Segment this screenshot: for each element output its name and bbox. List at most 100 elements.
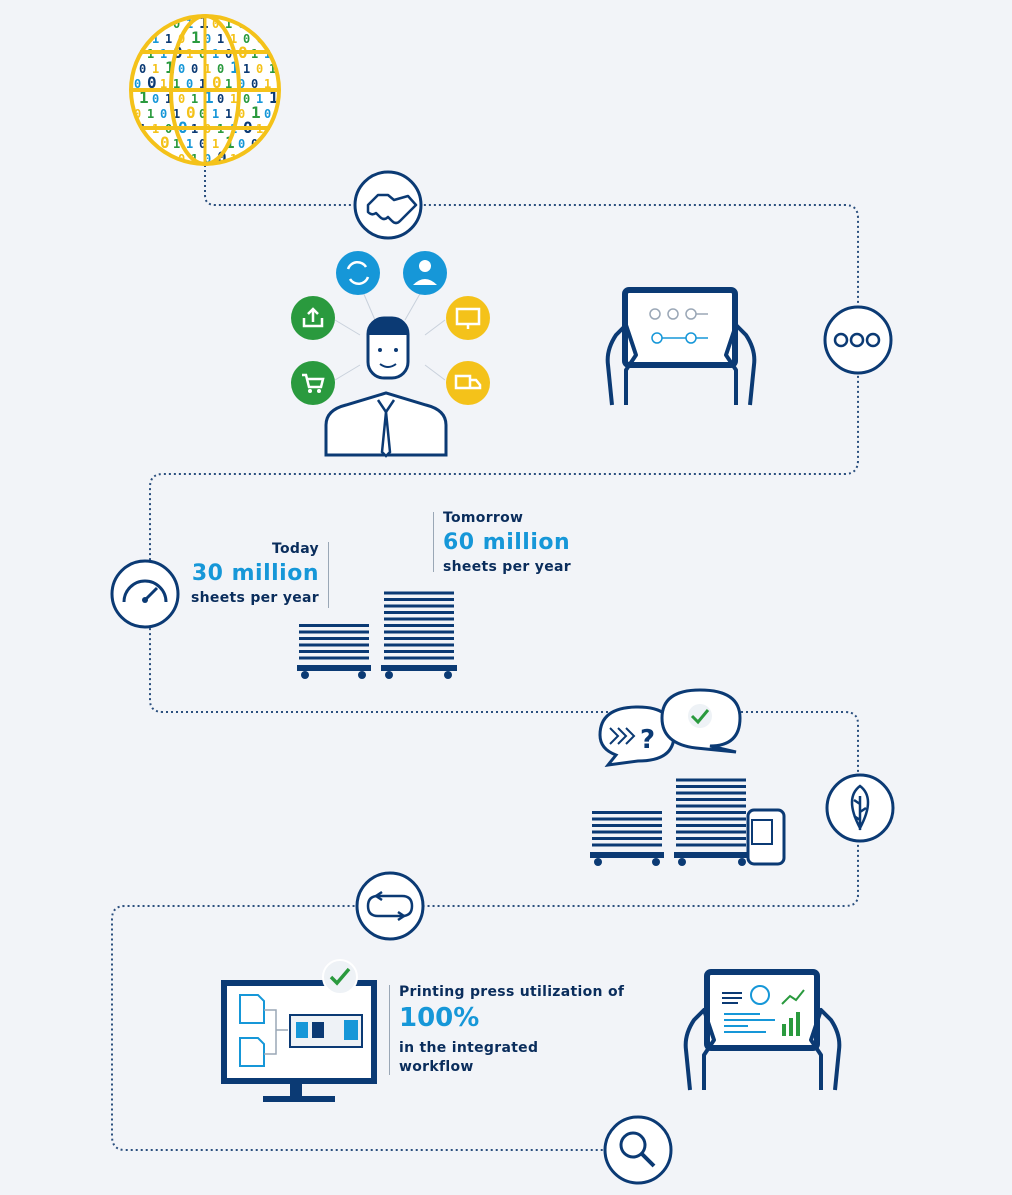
binary-digit: 0 — [243, 92, 250, 106]
binary-digit: 1 — [204, 88, 214, 107]
binary-digit: 0 — [199, 107, 206, 121]
binary-digit: 1 — [165, 92, 172, 106]
binary-digit: 1 — [230, 32, 237, 46]
binary-digit: 1 — [165, 58, 175, 77]
binary-digit: 0 — [212, 73, 222, 92]
binary-digit: 0 — [238, 107, 245, 121]
binary-digit: 0 — [204, 32, 211, 46]
binary-digit: 1 — [230, 92, 237, 106]
svg-text:?: ? — [640, 725, 655, 755]
binary-digit: 0 — [204, 152, 211, 166]
binary-digit: 1 — [186, 137, 193, 151]
today-divider — [328, 542, 329, 608]
binary-digit: 1 — [243, 62, 250, 76]
loop-icon — [355, 871, 425, 941]
binary-digit: 0 — [191, 62, 198, 76]
binary-digit: 1 — [217, 32, 224, 46]
binary-digit: 1 — [256, 92, 263, 106]
utilization-suffix-line2: workflow — [399, 1059, 474, 1075]
binary-digit: 1 — [199, 77, 206, 91]
binary-digit: 0 — [264, 13, 274, 32]
tomorrow-label: Tomorrow — [443, 510, 524, 526]
binary-digit: 1 — [191, 28, 201, 47]
binary-digit: 0 — [199, 137, 206, 151]
operator-icon — [403, 251, 447, 295]
binary-digit: 0 — [186, 103, 196, 122]
binary-digit: 0 — [178, 92, 185, 106]
workflow-steps-icon — [823, 305, 893, 375]
search-icon — [603, 1115, 673, 1185]
tablet-analytics-icon — [683, 969, 842, 1091]
binary-digit: 0 — [134, 107, 141, 121]
binary-digit: 0 — [256, 62, 263, 76]
binary-digit: 0 — [178, 152, 185, 166]
binary-digit: 1 — [264, 137, 271, 151]
binary-digit: 1 — [191, 152, 198, 166]
sheet-stacks-container-icon — [590, 778, 786, 866]
binary-digit: 1 — [152, 32, 159, 46]
utilization-value: 100% — [399, 1003, 480, 1033]
binary-digit: 0 — [217, 62, 224, 76]
binary-digit: 0 — [147, 73, 157, 92]
tomorrow-value: 60 million — [443, 530, 571, 555]
binary-digit: 0 — [152, 92, 159, 106]
binary-digit: 1 — [264, 77, 271, 91]
cart-icon — [291, 361, 335, 405]
binary-digit: 1 — [251, 17, 258, 31]
binary-digit: 0 — [139, 62, 146, 76]
binary-digit: 1 — [269, 152, 276, 166]
today-value: 30 million — [191, 561, 319, 586]
utilization-suffix-line1: in the integrated — [399, 1040, 539, 1056]
binary-digit: 1 — [165, 32, 172, 46]
today-unit: sheets per year — [191, 590, 319, 606]
binary-digit: 1 — [139, 88, 149, 107]
binary-digit: 0 — [212, 17, 219, 31]
person-services-icon — [324, 284, 448, 458]
binary-digit: 1 — [269, 62, 276, 76]
sheet-stacks-icon — [297, 591, 457, 679]
binary-digit: 1 — [225, 107, 232, 121]
binary-digit: 1 — [204, 62, 211, 76]
binary-digit: 1 — [212, 107, 219, 121]
binary-digit: 1 — [230, 58, 240, 77]
delivery-truck-icon — [446, 361, 490, 405]
binary-digit: 0 — [160, 133, 170, 152]
binary-digit: 0 — [251, 77, 258, 91]
binary-digit: 1 — [191, 92, 198, 106]
binary-digit: 0 — [160, 107, 167, 121]
tomorrow-unit: sheets per year — [443, 559, 571, 575]
binary-digit: 1 — [225, 77, 232, 91]
binary-digit: 1 — [173, 137, 180, 151]
tomorrow-divider — [433, 512, 434, 572]
tablet-workflow-icon — [605, 287, 757, 406]
binary-digit: 0 — [264, 107, 271, 121]
connector-path — [111, 165, 859, 1151]
upload-icon — [291, 296, 335, 340]
binary-digit: 0 — [134, 77, 141, 91]
binary-digit: 0 — [238, 137, 245, 151]
binary-digit: 1 — [160, 77, 167, 91]
binary-digit: 0 — [173, 17, 180, 31]
leaf-icon — [825, 773, 895, 843]
binary-digit: 0 — [217, 92, 224, 106]
binary-digit: 1 — [173, 107, 180, 121]
binary-digit: 1 — [134, 137, 141, 151]
binary-digit: 1 — [173, 77, 180, 91]
utilization-prefix: Printing press utilization of — [399, 984, 625, 1000]
binary-digit: 0 — [243, 32, 250, 46]
binary-digit: 1 — [147, 107, 154, 121]
binary-digit: 0 — [139, 152, 146, 166]
binary-digit: 1 — [152, 62, 159, 76]
binary-digit: 0 — [238, 77, 245, 91]
binary-digit: 0 — [186, 77, 193, 91]
binary-digit: 0 — [147, 17, 154, 31]
speech-bubbles-icon: ? — [598, 688, 742, 767]
binary-digit: 1 — [269, 88, 279, 107]
speedometer-icon — [110, 559, 180, 629]
binary-digit: 1 — [225, 17, 232, 31]
utilization-divider — [389, 985, 390, 1075]
binary-digit: 0 — [178, 62, 185, 76]
globe-binary-icon: 1010110101001101011001011010100110110010… — [129, 13, 281, 166]
binary-digit: 1 — [212, 137, 219, 151]
